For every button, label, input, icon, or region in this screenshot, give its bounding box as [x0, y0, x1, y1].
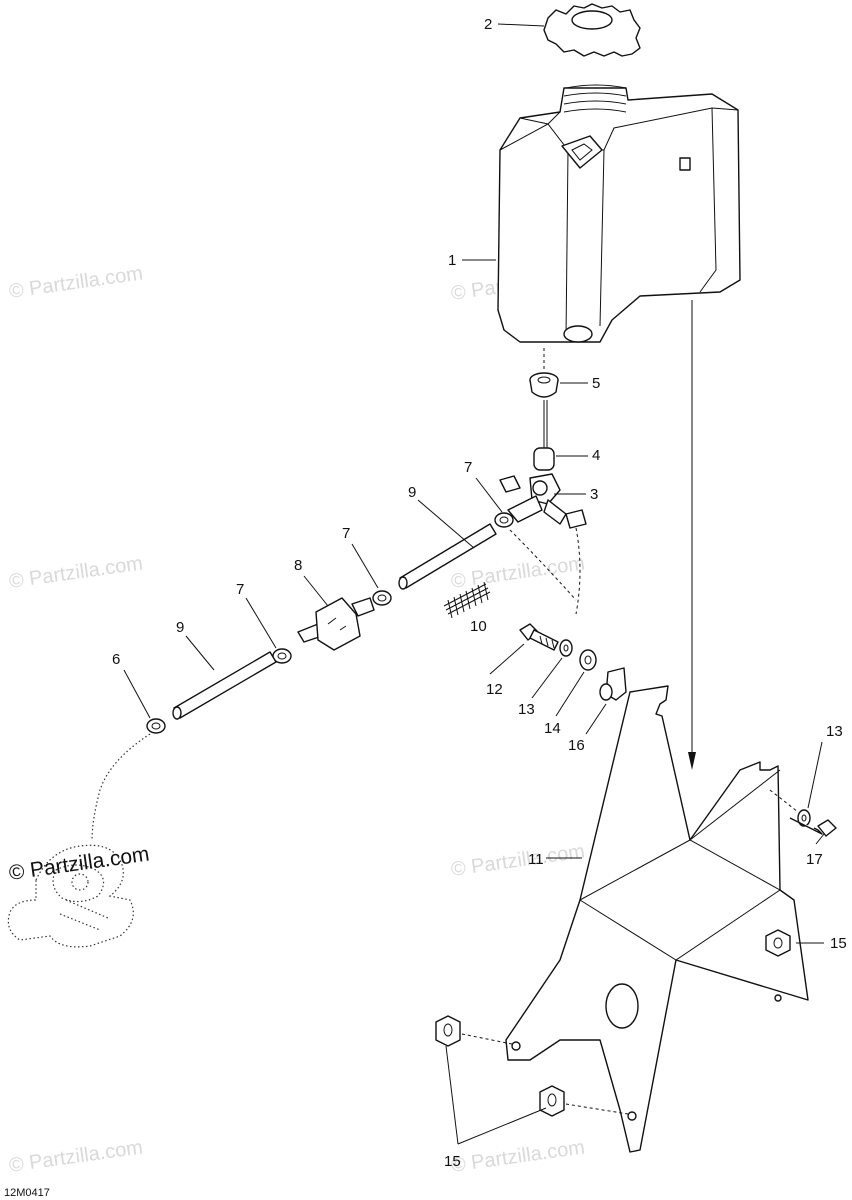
callout-15: 15 — [830, 935, 847, 952]
part-bolt-right — [789, 817, 837, 837]
part-nut — [765, 929, 791, 957]
part-clamp — [372, 590, 392, 606]
assembly-line — [575, 527, 581, 615]
callout-5: 5 — [592, 375, 600, 392]
watermark: © Partzilla.com — [8, 262, 145, 303]
watermark-strong: © Partzilla.com — [7, 842, 150, 884]
part-clamp-small — [146, 718, 166, 734]
callout-8: 8 — [294, 557, 302, 574]
part-tube-clip — [599, 667, 627, 701]
part-tee-fitting — [499, 473, 587, 529]
callout-10: 10 — [470, 618, 487, 635]
callout-9: 9 — [176, 619, 184, 636]
assembly-line — [565, 1103, 629, 1115]
watermark-layer: © Partzilla.com © Partzilla.com © Partzi… — [8, 262, 587, 1177]
part-grommet — [529, 372, 559, 398]
watermark: © Partzilla.com — [450, 552, 587, 593]
callout-1: 1 — [448, 252, 456, 269]
assembly-line — [509, 529, 577, 601]
part-bolt — [519, 623, 559, 651]
reference-carburetor — [7, 844, 134, 948]
callout-17: 17 — [806, 851, 823, 868]
part-nut — [435, 1015, 461, 1047]
part-clamp — [494, 512, 514, 528]
callout-14: 14 — [544, 720, 561, 737]
callout-3: 3 — [590, 486, 598, 503]
watermark: © Partzilla.com — [8, 1136, 145, 1177]
part-spring — [443, 581, 491, 619]
part-nut — [539, 1085, 565, 1117]
callout-7: 7 — [342, 525, 350, 542]
part-washer — [559, 639, 573, 657]
part-strainer — [533, 400, 555, 471]
callout-labels: 2 1 5 4 3 7 9 7 8 7 9 6 10 12 13 14 16 1… — [112, 16, 847, 1170]
callout-12: 12 — [486, 681, 503, 698]
diagram-code: 12M0417 — [4, 1187, 50, 1199]
assembly-line — [461, 1033, 513, 1045]
callout-15: 15 — [444, 1153, 461, 1170]
part-oil-tank — [497, 84, 741, 343]
part-washer — [797, 809, 811, 827]
callout-6: 6 — [112, 651, 120, 668]
callout-13: 13 — [826, 723, 843, 740]
callout-16: 16 — [568, 737, 585, 754]
callout-11: 11 — [528, 851, 544, 868]
watermark: © Partzilla.com — [8, 552, 145, 593]
callout-4: 4 — [592, 447, 600, 464]
callout-2: 2 — [484, 16, 492, 33]
callout-7: 7 — [464, 459, 472, 476]
callout-9: 9 — [408, 484, 416, 501]
callout-7: 7 — [236, 581, 244, 598]
leader-lines — [123, 23, 825, 1145]
part-hose-upper — [398, 523, 497, 590]
part-support-bracket — [505, 685, 809, 1153]
callout-13: 13 — [518, 701, 535, 718]
hose-path — [91, 733, 151, 841]
install-arrow — [688, 300, 696, 770]
part-fuel-filter — [297, 597, 375, 651]
part-hose-lower — [172, 651, 277, 720]
watermark: © Partzilla.com — [450, 1136, 587, 1177]
part-washer — [579, 649, 597, 671]
part-cap — [543, 3, 641, 57]
watermark: © Partzilla.com — [450, 840, 587, 881]
